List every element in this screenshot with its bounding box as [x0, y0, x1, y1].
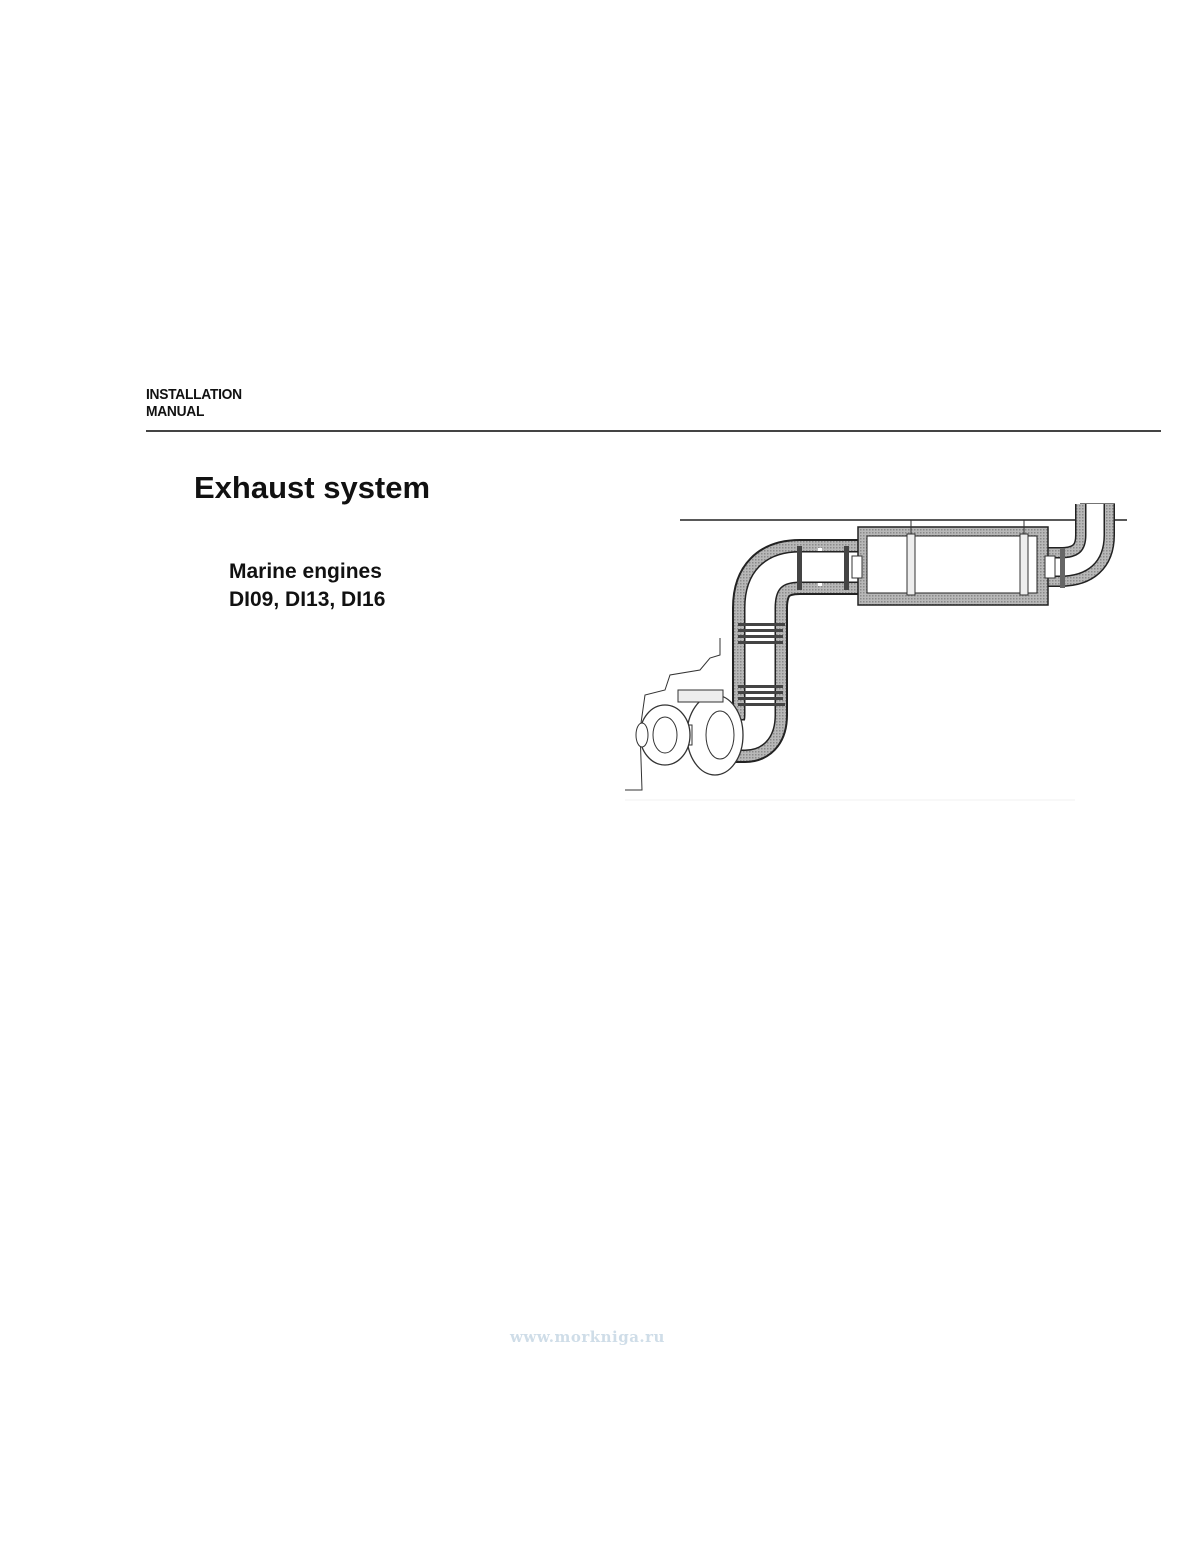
exhaust-system-illustration	[625, 503, 1127, 801]
subtitle: Marine engines DI09, DI13, DI16	[229, 558, 385, 614]
header-line-2: MANUAL	[146, 403, 205, 420]
watermark: www.morkniga.ru	[510, 1328, 665, 1346]
page-title: Exhaust system	[194, 470, 431, 505]
subtitle-line-2: DI09, DI13, DI16	[229, 588, 386, 611]
header-divider	[146, 430, 1161, 432]
document-type-header: INSTALLATION MANUAL	[146, 386, 242, 420]
subtitle-line-1: Marine engines	[229, 560, 382, 583]
header-line-1: INSTALLATION	[146, 386, 242, 403]
